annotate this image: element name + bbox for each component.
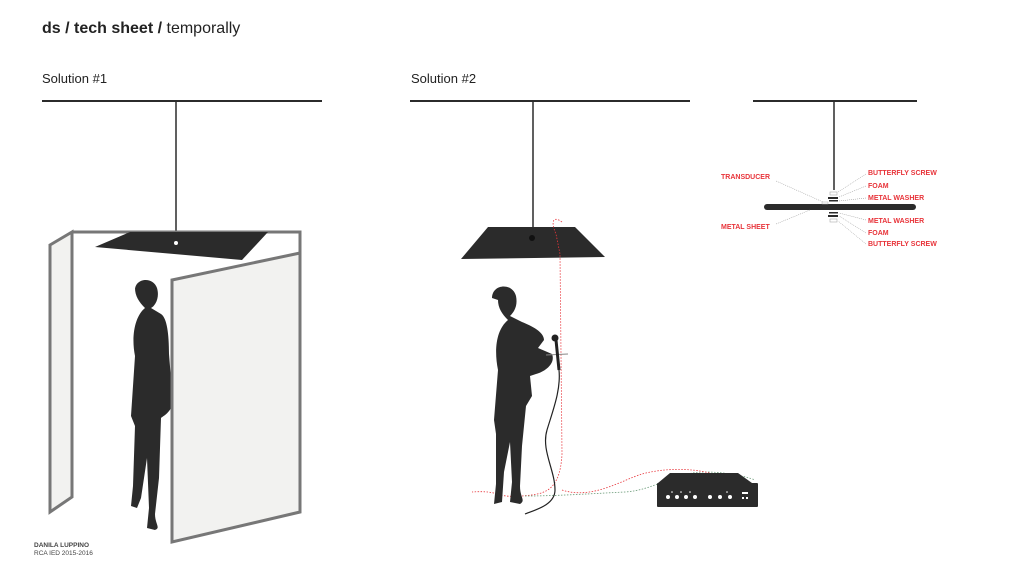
booth-left-wall — [48, 229, 74, 515]
mount-detail: TRANSDUCER METAL SHEET BUTTERFLY SCREW F… — [721, 100, 937, 248]
transducer-cable — [471, 218, 563, 497]
booth-right-wall — [170, 251, 302, 544]
label-butterfly-screw-bottom: BUTTERFLY SCREW — [868, 241, 937, 248]
credit-author: DANILA LUPPINO — [34, 542, 90, 549]
foam-bottom — [828, 215, 838, 217]
person-silhouette — [131, 279, 173, 530]
label-metal-sheet: METAL SHEET — [721, 224, 770, 231]
page-title: ds / tech sheet / temporally — [42, 20, 240, 38]
label-foam-bottom: FOAM — [868, 230, 889, 237]
microphone-head — [551, 334, 559, 342]
label-metal-washer-bottom: METAL WASHER — [868, 218, 924, 225]
leader-lines — [775, 173, 867, 245]
butterfly-screw-top — [829, 191, 838, 196]
microphone-cord — [524, 369, 560, 515]
credit-course: RCA IED 2015-2016 — [34, 550, 93, 557]
microphone-cable-signal — [524, 471, 756, 497]
metal-sheet-panel — [461, 227, 605, 259]
transducer-part — [821, 201, 829, 205]
credit: DANILA LUPPINO RCA IED 2015-2016 — [34, 542, 93, 558]
title-regular: temporally — [166, 20, 241, 37]
metal-washer-bottom — [829, 212, 838, 214]
solution-2-illustration — [410, 100, 758, 515]
solution-2-label: Solution #2 — [411, 71, 477, 86]
transducer — [529, 235, 535, 241]
metal-washer-top — [829, 200, 838, 202]
metal-sheet — [764, 204, 916, 210]
transducer — [174, 241, 178, 245]
label-butterfly-screw-top: BUTTERFLY SCREW — [868, 170, 937, 177]
speaker-cable — [561, 468, 713, 494]
microphone — [554, 339, 561, 371]
label-metal-washer-top: METAL WASHER — [868, 195, 924, 202]
label-transducer: TRANSDUCER — [721, 174, 770, 181]
foam-top — [828, 197, 838, 199]
title-bold: ds / tech sheet / — [42, 20, 163, 37]
butterfly-screw-bottom — [829, 218, 838, 223]
solution-1-illustration — [42, 100, 322, 544]
person-silhouette — [492, 286, 553, 504]
label-foam-top: FOAM — [868, 183, 889, 190]
amplifier — [657, 473, 758, 507]
metal-sheet-panel — [95, 232, 268, 260]
solution-1-label: Solution #1 — [42, 71, 108, 86]
